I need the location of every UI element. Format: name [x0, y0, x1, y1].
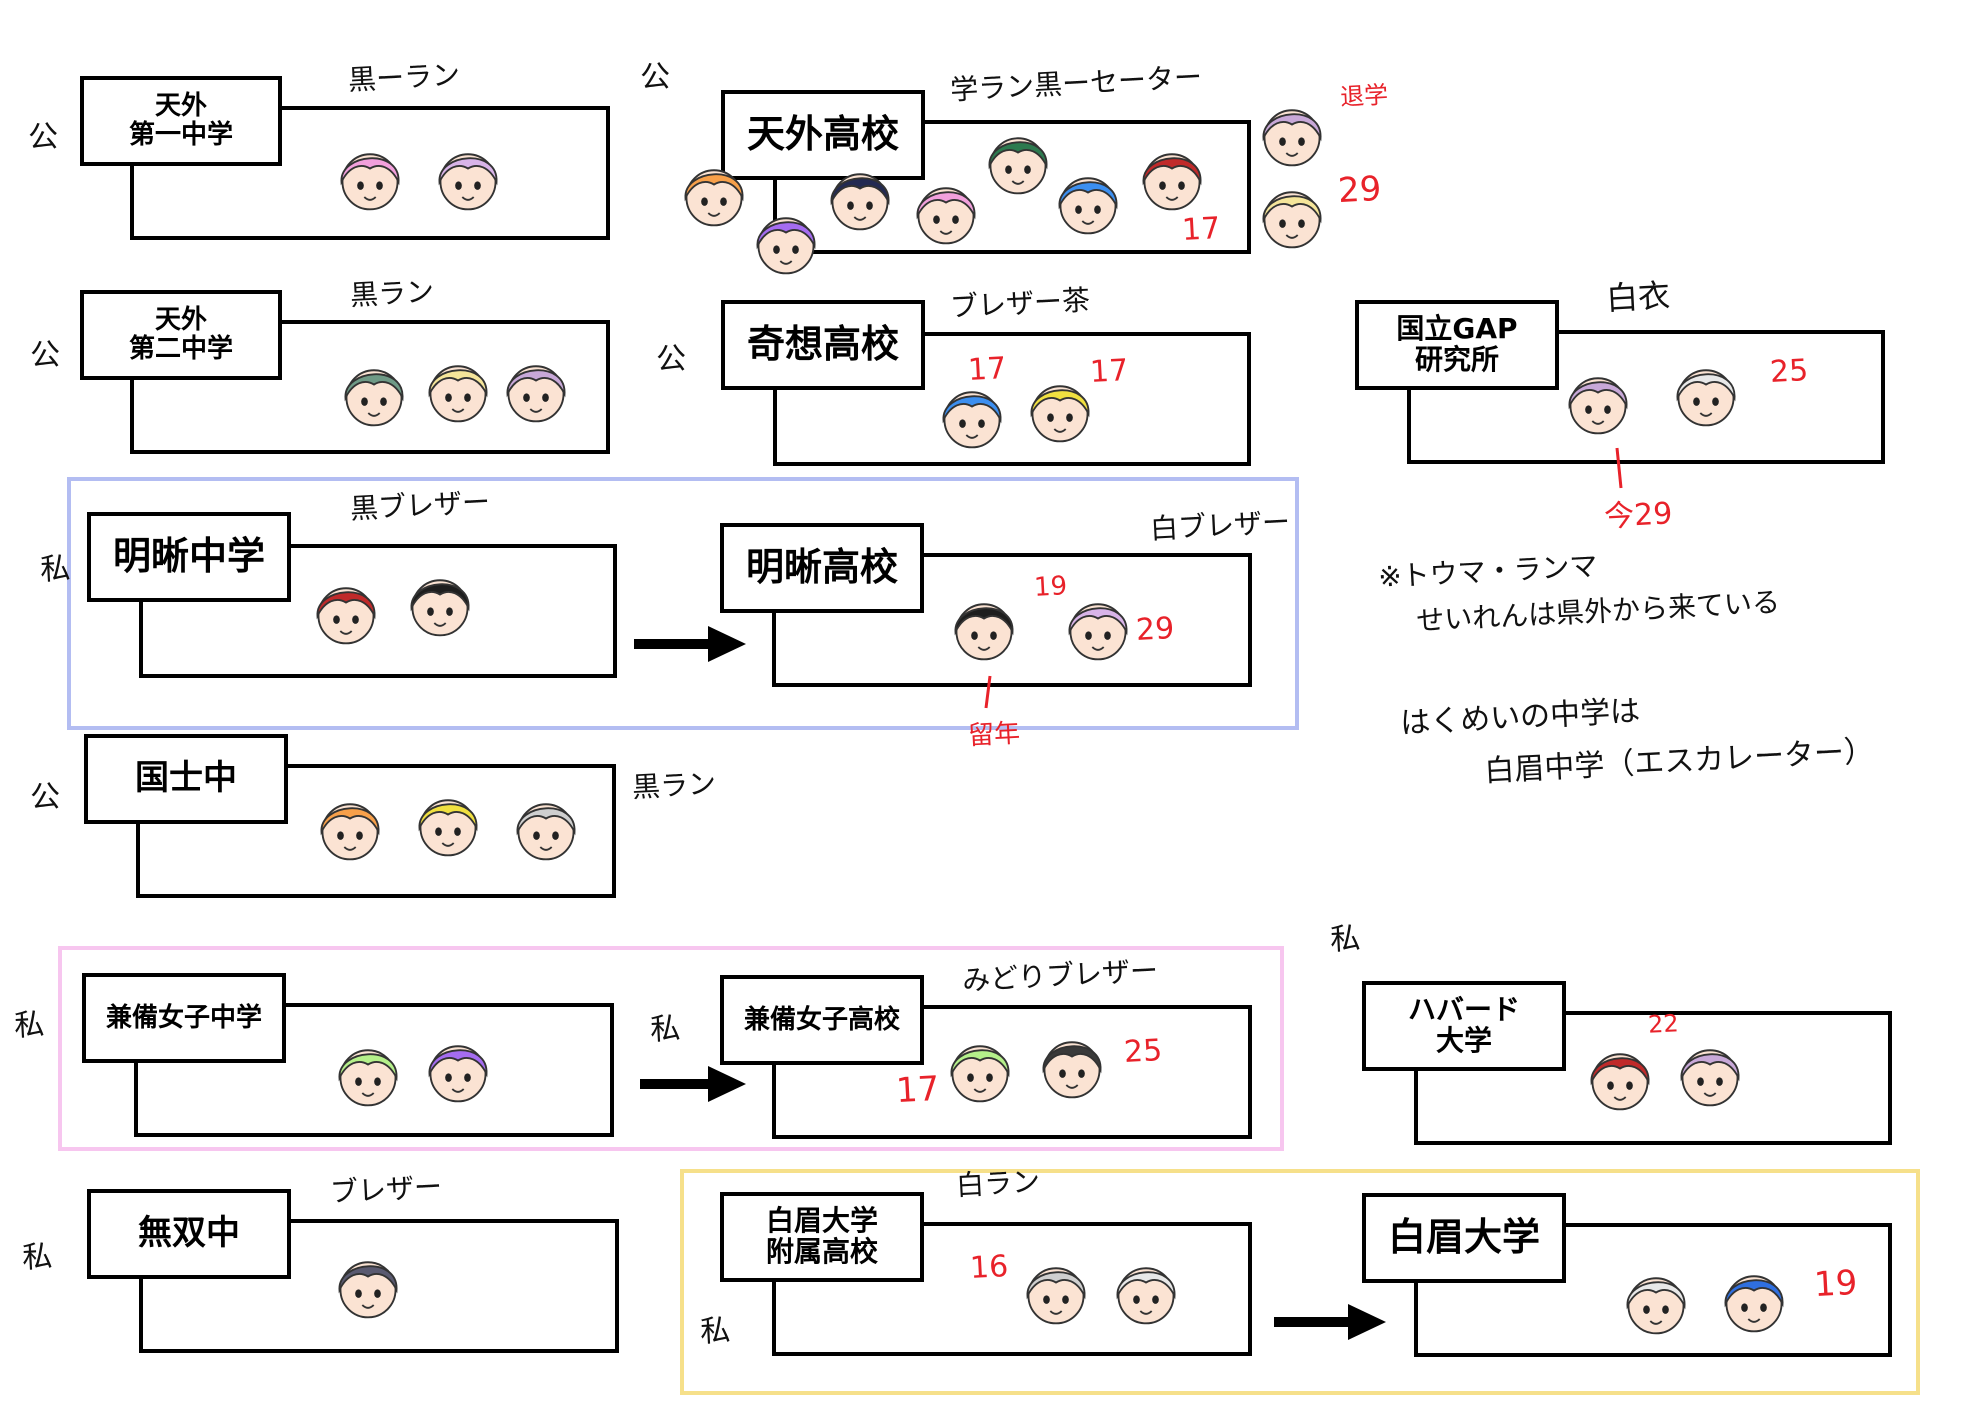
- type-note: 私: [649, 1011, 682, 1048]
- school-name: 天外 第二中学: [80, 290, 282, 380]
- character-face-orange-spiky: [676, 156, 752, 232]
- school-meiseki-koko: 明晰高校: [720, 523, 1252, 691]
- type-note: 私: [699, 1313, 732, 1350]
- school-name: 白眉大学 附属高校: [720, 1192, 924, 1282]
- character-face-purple-eyepatch: [748, 204, 824, 280]
- type-note: 公: [29, 337, 62, 374]
- character-face-pink-twin-tails: [908, 174, 984, 250]
- meiseki-group-frame: [67, 477, 1299, 730]
- hakubi-group-frame: [680, 1169, 1920, 1395]
- uniform-note: 白ラン: [955, 1164, 1041, 1203]
- character-face-black-spiky: [946, 590, 1022, 666]
- school-kenbi-joshi-koko: 兼備女子高校: [720, 975, 1252, 1143]
- school-name: 兼備女子高校: [720, 975, 924, 1065]
- age-note: 22: [1647, 1009, 1680, 1039]
- arrow-hakubi: [1274, 1304, 1386, 1340]
- age-note: 17: [894, 1068, 941, 1112]
- character-face-bun-old: [1060, 590, 1136, 666]
- type-note: 私: [1329, 921, 1362, 958]
- character-face-bun-old: [430, 140, 506, 216]
- character-face-yellow-purple: [1022, 372, 1098, 448]
- uniform-note: 白ブレザー: [1149, 505, 1291, 546]
- character-face-blue-spiky: [934, 378, 1010, 454]
- uniform-note: 黒ブレザー: [349, 485, 491, 526]
- age-note: 16: [969, 1249, 1010, 1286]
- school-meiseki-chu: 明晰中学: [87, 512, 617, 680]
- uniform-note: 黒ラン: [349, 274, 435, 313]
- character-face-sage-green: [336, 356, 412, 432]
- character-face-red-wavy: [308, 574, 384, 650]
- school-name: ハバード 大学: [1362, 981, 1566, 1071]
- character-face-purple-pink: [1672, 1036, 1748, 1112]
- character-face-red-wavy: [1134, 140, 1210, 216]
- type-note: 公: [27, 119, 60, 156]
- age-note: 25: [1769, 353, 1810, 390]
- type-note: 私: [13, 1007, 46, 1044]
- type-note: 公: [29, 779, 62, 816]
- uniform-note: 白衣: [1605, 276, 1672, 318]
- character-face-navy-glasses: [822, 160, 898, 236]
- age-note: 25: [1123, 1033, 1164, 1070]
- character-face-dark-short: [330, 1248, 406, 1324]
- character-face-white-spiky: [1618, 1264, 1694, 1340]
- uniform-note: 黒ーラン: [347, 58, 461, 97]
- character-face-orange-spiky: [312, 790, 388, 866]
- age-note: 29: [1336, 168, 1383, 212]
- school-name: 天外高校: [721, 90, 925, 180]
- kenbi-group-frame: [58, 946, 1284, 1151]
- character-face-silver: [508, 790, 584, 866]
- character-face-silver: [1018, 1254, 1094, 1330]
- character-face-purple-eyepatch: [420, 1032, 496, 1108]
- note-line-4: 白眉中学（エスカレーター）: [1483, 733, 1875, 790]
- age-note: 29: [1135, 611, 1176, 648]
- character-face-purple-pink: [498, 352, 574, 428]
- character-face-yellow-purple: [410, 786, 486, 862]
- type-note: 公: [655, 341, 688, 378]
- age-note: 19: [1812, 1262, 1859, 1306]
- school-name: 白眉大学: [1362, 1193, 1566, 1283]
- character-face-black-spiky: [402, 566, 478, 642]
- arrow-kenbi: [640, 1066, 746, 1102]
- school-name: 明晰高校: [720, 523, 924, 613]
- school-name: 国士中: [84, 734, 288, 824]
- school-harvard: ハバード 大学: [1362, 981, 1892, 1147]
- character-face-pink-twin-tails: [332, 140, 408, 216]
- character-face-white-spiky: [1108, 1254, 1184, 1330]
- uniform-note: ブレザー茶: [949, 283, 1091, 324]
- school-name: 兼備女子中学: [82, 973, 286, 1063]
- type-note: 私: [39, 551, 72, 588]
- character-face-white-spiky: [1668, 356, 1744, 432]
- character-face-green-long: [330, 1036, 406, 1112]
- school-name: 明晰中学: [87, 512, 291, 602]
- character-face-blonde: [420, 352, 496, 428]
- character-face-blonde: [1254, 178, 1330, 254]
- note-line-1: ※トウマ・ランマ: [1377, 549, 1599, 594]
- character-face-red-wavy: [1582, 1040, 1658, 1116]
- age-note: 17: [1181, 211, 1222, 248]
- age-note: 退学: [1339, 80, 1389, 112]
- character-face-purple-pink: [1254, 96, 1330, 172]
- arrow-meiseki: [634, 626, 746, 662]
- character-face-dark-wavy: [1034, 1028, 1110, 1104]
- character-face-blue-spiky: [1050, 164, 1126, 240]
- school-name: 天外 第一中学: [80, 76, 282, 166]
- character-face-blue-bob: [1716, 1262, 1792, 1338]
- school-name: 国立GAP 研究所: [1355, 300, 1559, 390]
- school-kiso-koko: 奇想高校: [721, 300, 1251, 466]
- character-face-green-long: [942, 1032, 1018, 1108]
- school-name: 奇想高校: [721, 300, 925, 390]
- type-note: 公: [639, 59, 672, 96]
- school-name: 無双中: [87, 1189, 291, 1279]
- school-gap-lab: 国立GAP 研究所: [1355, 300, 1885, 466]
- age-note: 今29: [1603, 496, 1674, 535]
- character-face-purple-pink: [1560, 364, 1636, 440]
- note-line-3: はくめいの中学は: [1399, 693, 1641, 742]
- uniform-note: 黒ラン: [631, 766, 717, 805]
- age-note: 留年: [967, 718, 1021, 752]
- character-face-dark-green: [980, 124, 1056, 200]
- type-note: 私: [21, 1239, 54, 1276]
- uniform-note: ブレザー: [329, 1170, 443, 1209]
